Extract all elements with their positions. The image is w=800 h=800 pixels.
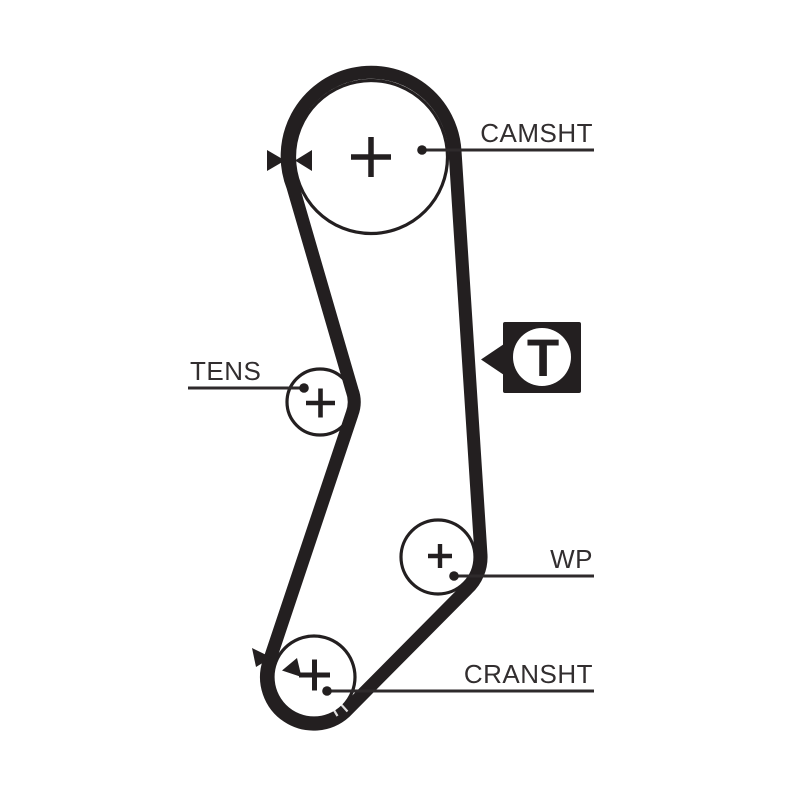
timing-mark-arrow-icon [267, 150, 285, 171]
belt-splice-mark [329, 703, 339, 717]
timing-belt [260, 65, 488, 731]
tension-indicator-badge: T [481, 322, 581, 393]
badge-letter: T [527, 329, 559, 388]
timing-mark-arrow-icon [295, 150, 312, 171]
water-pump-label: WP [550, 544, 593, 574]
tensioner-center-mark [306, 388, 335, 418]
badge-circle [513, 328, 571, 386]
crankshaft-callout: CRANSHT [322, 659, 594, 696]
water-pump-leader-dot [449, 571, 459, 581]
belt-splice-mark [337, 700, 349, 713]
belt-tension-pointer-icon [481, 344, 504, 375]
camshaft-label: CAMSHT [480, 118, 593, 148]
timing-mark-arrow-icon [252, 648, 272, 667]
water-pump-callout: WP [449, 544, 594, 581]
crankshaft-center-mark [299, 659, 330, 691]
tensioner-callout: TENS [188, 356, 309, 393]
timing-mark-arrow-icon [282, 658, 302, 677]
camshaft-leader-dot [417, 145, 427, 155]
camshaft-center-mark [351, 137, 391, 177]
crankshaft-leader-dot [322, 686, 332, 696]
camshaft-callout: CAMSHT [417, 118, 594, 155]
crankshaft-label: CRANSHT [464, 659, 593, 689]
water-pump-center-mark [428, 544, 452, 568]
tensioner-leader-dot [299, 383, 309, 393]
tensioner-label: TENS [190, 356, 261, 386]
